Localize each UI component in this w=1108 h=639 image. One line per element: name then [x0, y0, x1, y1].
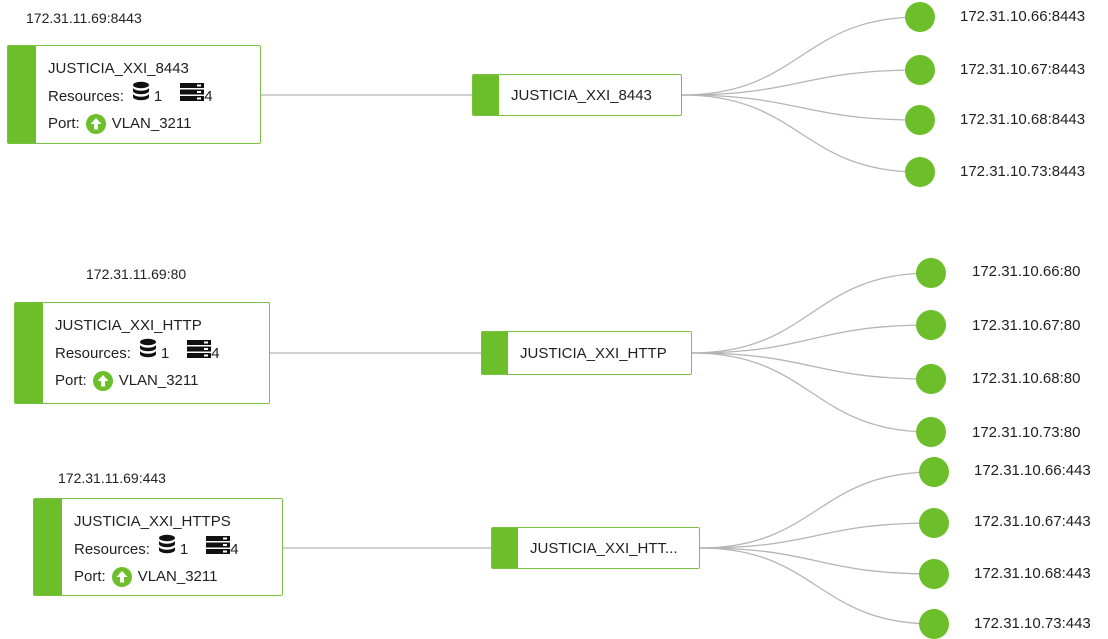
member-address: 172.31.10.66:8443	[960, 8, 1086, 25]
server-stack-icon	[187, 340, 212, 366]
resources-label: Resources:	[48, 87, 124, 105]
member-address: 172.31.10.68:443	[974, 565, 1091, 582]
member-address: 172.31.10.66:80	[972, 263, 1081, 280]
pool-to-member-link	[681, 94, 921, 173]
member-address: 172.31.10.68:8443	[960, 111, 1086, 128]
server-stack-icon	[180, 83, 205, 109]
member-node[interactable]	[905, 55, 935, 85]
member-count: 4	[211, 344, 220, 362]
pool-name: JUSTICIA_XXI_HTT...	[530, 539, 678, 557]
pool-to-member-link	[691, 272, 932, 354]
vlan-name: VLAN_3211	[137, 568, 218, 585]
virtual-server-card[interactable]: JUSTICIA_XXI_HTTPS Resources: 1 4 Port: …	[33, 498, 283, 596]
virtual-server-card[interactable]: JUSTICIA_XXI_8443 Resources: 1 4 Port: V…	[7, 45, 261, 144]
pool-to-member-link	[699, 471, 935, 549]
member-node[interactable]	[919, 609, 949, 639]
member-address: 172.31.10.73:8443	[960, 163, 1086, 180]
virtual-server-name: JUSTICIA_XXI_8443	[48, 60, 189, 77]
virtual-server-status-bar	[8, 46, 36, 143]
database-icon	[158, 534, 176, 564]
member-address: 172.31.10.67:443	[974, 513, 1091, 530]
pool-to-member-link	[681, 94, 921, 121]
member-address: 172.31.10.67:8443	[960, 61, 1086, 78]
member-node[interactable]	[919, 508, 949, 538]
pool-name: JUSTICIA_XXI_8443	[511, 86, 652, 104]
virtual-server-name: JUSTICIA_XXI_HTTPS	[74, 513, 231, 530]
pool-status-bar	[473, 75, 499, 115]
member-address: 172.31.10.66:443	[974, 462, 1091, 479]
pool-count: 1	[160, 344, 170, 362]
member-address: 172.31.10.73:80	[972, 424, 1081, 441]
arrow-up-circle-icon	[111, 566, 132, 587]
member-node[interactable]	[905, 2, 935, 32]
member-node[interactable]	[919, 457, 949, 487]
pool-status-bar	[492, 528, 518, 568]
pool-to-member-link	[699, 522, 935, 549]
member-count: 4	[204, 87, 213, 105]
member-node[interactable]	[916, 258, 946, 288]
database-icon	[139, 338, 157, 368]
member-node[interactable]	[905, 105, 935, 135]
virtual-server-card[interactable]: JUSTICIA_XXI_HTTP Resources: 1 4 Port: V…	[14, 302, 270, 404]
member-node[interactable]	[916, 364, 946, 394]
pool-card[interactable]: JUSTICIA_XXI_HTT...	[491, 527, 700, 569]
member-node[interactable]	[916, 417, 946, 447]
vlan-name: VLAN_3211	[111, 115, 192, 132]
virtual-server-status-bar	[34, 499, 62, 595]
pool-status-bar	[482, 332, 508, 374]
member-address: 172.31.10.73:443	[974, 615, 1091, 632]
member-node[interactable]	[919, 559, 949, 589]
database-icon	[132, 81, 150, 111]
virtual-address-label: 172.31.11.69:443	[58, 470, 166, 486]
virtual-server-status-bar	[15, 303, 43, 403]
port-label: Port:	[55, 372, 87, 389]
pool-name: JUSTICIA_XXI_HTTP	[520, 344, 667, 362]
pool-to-member-link	[691, 352, 932, 433]
port-label: Port:	[74, 568, 106, 585]
vlan-name: VLAN_3211	[118, 372, 199, 389]
pool-card[interactable]: JUSTICIA_XXI_8443	[472, 74, 682, 116]
port-label: Port:	[48, 115, 80, 132]
pool-count: 1	[153, 87, 163, 105]
server-stack-icon	[206, 536, 231, 562]
pool-to-member-link	[699, 547, 935, 625]
pool-to-member-link	[691, 352, 932, 380]
resources-label: Resources:	[74, 540, 150, 558]
resources-label: Resources:	[55, 344, 131, 362]
member-address: 172.31.10.67:80	[972, 317, 1081, 334]
pool-to-member-link	[699, 547, 935, 575]
virtual-address-label: 172.31.11.69:80	[86, 266, 187, 282]
arrow-up-circle-icon	[92, 370, 113, 391]
pool-to-member-link	[691, 324, 932, 354]
pool-to-member-link	[681, 16, 921, 96]
arrow-up-circle-icon	[85, 113, 106, 134]
member-address: 172.31.10.68:80	[972, 370, 1081, 387]
member-count: 4	[230, 540, 239, 558]
virtual-address-label: 172.31.11.69:8443	[26, 10, 142, 26]
pool-to-member-link	[681, 69, 921, 96]
virtual-server-name: JUSTICIA_XXI_HTTP	[55, 317, 202, 334]
pool-count: 1	[179, 540, 189, 558]
pool-card[interactable]: JUSTICIA_XXI_HTTP	[481, 331, 692, 375]
member-node[interactable]	[905, 157, 935, 187]
member-node[interactable]	[916, 310, 946, 340]
